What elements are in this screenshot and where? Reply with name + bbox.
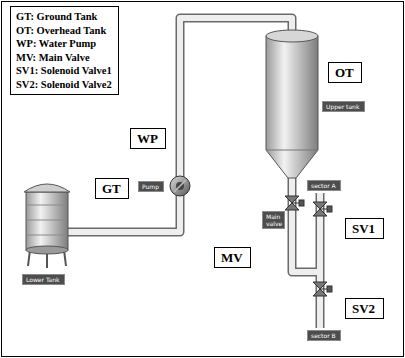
label-text: WP xyxy=(137,131,159,146)
component-label: Upper tank xyxy=(322,101,365,112)
label-text: sector A xyxy=(311,182,337,189)
valves xyxy=(285,196,332,296)
tag-box: SV2 xyxy=(345,298,384,319)
label-text: Main valve xyxy=(266,213,281,227)
label-text: SV2 xyxy=(352,301,377,316)
tag-box: WP xyxy=(130,128,166,149)
label-text: MV: Main Valve xyxy=(16,51,113,65)
label-text: SV1 xyxy=(352,221,377,236)
component-label: sector A xyxy=(307,180,341,191)
tag-box: SV1 xyxy=(345,218,384,239)
component-label: Main valve xyxy=(262,211,285,229)
label-text: Upper tank xyxy=(326,103,361,110)
label-text: GT xyxy=(102,181,122,196)
water-pump xyxy=(170,176,190,196)
label-text: Lower Tank xyxy=(26,276,61,283)
component-label: Lower Tank xyxy=(22,274,65,285)
label-text: WP: Water Pump xyxy=(16,37,113,51)
label-text: GT: Ground Tank xyxy=(16,10,113,24)
label-text: MV xyxy=(221,250,244,265)
label-text: SV1: Solenoid Valve1 xyxy=(16,64,113,78)
tag-box: MV xyxy=(214,247,251,268)
component-label: Pump xyxy=(138,181,164,192)
label-text: OT: Overhead Tank xyxy=(16,24,113,38)
label-text: SV2: Solenoid Valve2 xyxy=(16,78,113,92)
tag-box: GT xyxy=(95,178,129,199)
label-text: Pump xyxy=(142,183,160,190)
overhead-tank xyxy=(266,30,318,178)
component-label: sector B xyxy=(307,330,341,341)
tag-box: OT xyxy=(328,62,362,83)
abbreviation-key: GT: Ground TankOT: Overhead TankWP: Wate… xyxy=(10,6,119,95)
label-text: sector B xyxy=(311,332,337,339)
label-text: OT xyxy=(335,65,355,80)
ground-tank xyxy=(24,184,70,268)
